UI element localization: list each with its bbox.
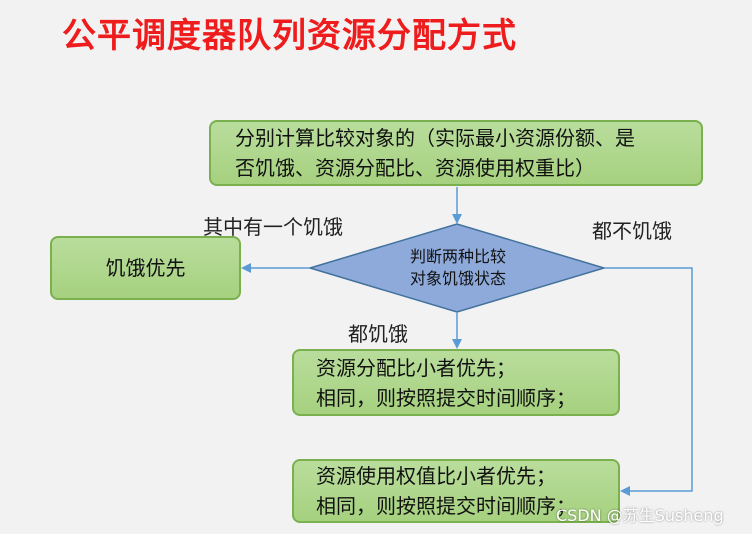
compute-box-text: 分别计算比较对象的（实际最小资源份额、是 否饥饿、资源分配比、资源使用权重比） [235, 126, 635, 180]
starving-first-text: 饥饿优先 [105, 256, 186, 280]
both-starving-box: 资源分配比小者优先； 相同，则按照提交时间顺序； [292, 349, 620, 416]
none-starving-box: 资源使用权值比小者优先； 相同，则按照提交时间顺序； [292, 459, 620, 523]
page-title: 公平调度器队列资源分配方式 [62, 16, 517, 56]
decision-label: 判断两种比较 对象饥饿状态 [409, 247, 506, 288]
edge-label-both-starving: 都饥饿 [348, 322, 408, 346]
none-starving-text: 资源使用权值比小者优先； 相同，则按照提交时间顺序； [316, 464, 576, 518]
watermark: CSDN @苏生Susheng [556, 506, 724, 525]
both-starving-text: 资源分配比小者优先； 相同，则按照提交时间顺序； [316, 355, 576, 410]
arrow-decision-to-none-starving [604, 267, 693, 496]
edge-label-one-starving: 其中有一个饥饿 [203, 215, 343, 239]
compute-box: 分别计算比较对象的（实际最小资源份额、是 否饥饿、资源分配比、资源使用权重比） [209, 120, 703, 186]
starving-first-box: 饥饿优先 [50, 236, 241, 300]
edge-label-none-starving: 都不饥饿 [592, 219, 672, 243]
